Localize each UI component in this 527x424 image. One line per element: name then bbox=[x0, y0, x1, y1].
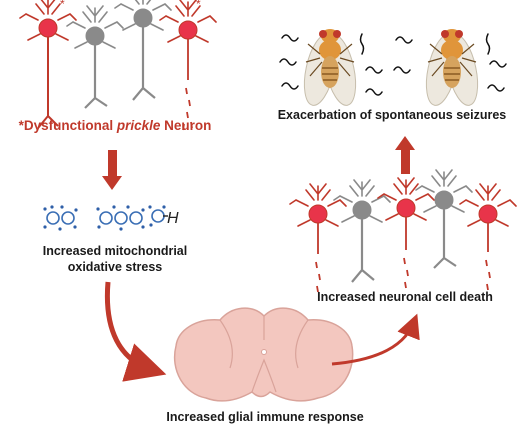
neuron-icon bbox=[66, 5, 124, 109]
ros-dots bbox=[43, 205, 166, 231]
oxidative-line2: oxidative stress bbox=[67, 260, 163, 274]
neuron-icon bbox=[289, 183, 347, 293]
neuron-icon bbox=[377, 177, 435, 289]
arrow-icon bbox=[331, 313, 420, 366]
seizures-label: Exacerbation of spontaneous seizures bbox=[277, 108, 507, 122]
neuron-icon bbox=[159, 0, 217, 131]
neuron-icon bbox=[114, 0, 172, 101]
dys-prefix: *Dysfunctional bbox=[18, 118, 117, 133]
arrow-icon bbox=[102, 150, 122, 190]
neuron-icon bbox=[19, 0, 77, 129]
fly-icon bbox=[303, 29, 357, 106]
ros-molecule-icon bbox=[46, 209, 165, 225]
arrow-icon bbox=[395, 136, 415, 174]
asterisk: * bbox=[196, 0, 201, 11]
glial-response-label: Increased glial immune response bbox=[166, 410, 364, 424]
asterisk: * bbox=[60, 0, 65, 11]
neuron-icon bbox=[415, 169, 473, 269]
brain-icon bbox=[173, 307, 354, 402]
ros-h-label: H bbox=[167, 210, 179, 227]
oxidative-line1: Increased mitochondrial bbox=[42, 244, 188, 258]
oxidative-stress-label: Increased mitochondrial oxidative stress bbox=[0, 243, 230, 275]
cell-death-label: Increased neuronal cell death bbox=[317, 290, 493, 304]
dys-gene: prickle bbox=[116, 118, 161, 133]
fly-icon bbox=[425, 29, 479, 106]
motion-squiggle-icon bbox=[279, 33, 507, 96]
neuron-icon bbox=[459, 183, 517, 291]
arrow-icon bbox=[104, 281, 167, 382]
dys-suffix: Neuron bbox=[160, 118, 212, 133]
dysfunctional-neuron-label: *Dysfunctional prickle Neuron bbox=[0, 118, 230, 133]
neuron-icon bbox=[333, 179, 391, 283]
